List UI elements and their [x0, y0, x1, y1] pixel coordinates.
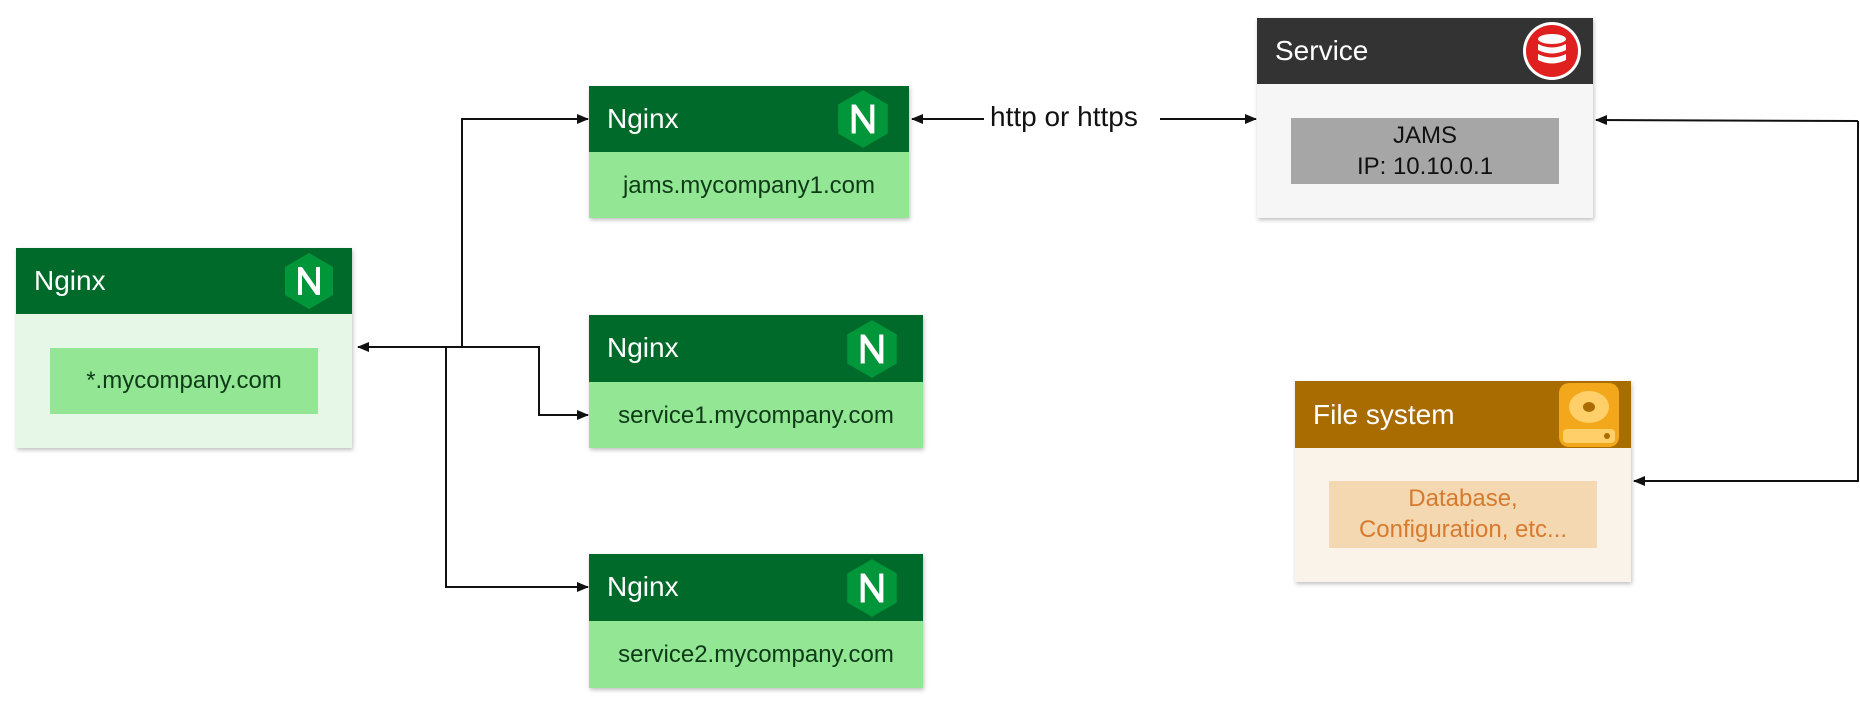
nginx-icon — [847, 559, 897, 617]
node-header: Nginx — [16, 248, 352, 314]
service-ip: IP: 10.10.0.1 — [1356, 153, 1494, 180]
node-label: service1.mycompany.com — [618, 402, 894, 429]
nginx-node-service2: Nginx service2.mycompany.com — [589, 554, 923, 688]
node-title: Nginx — [34, 265, 106, 296]
file-system-info-box: Database, Configuration, etc... — [1329, 481, 1597, 548]
node-title: Nginx — [607, 103, 679, 134]
hard-drive-icon — [1559, 383, 1619, 447]
node-title: File system — [1313, 399, 1455, 430]
node-header: Service — [1257, 18, 1593, 84]
node-label-box: *.mycompany.com — [50, 348, 318, 414]
service-node: Service JAMS IP: 10.10.0.1 — [1257, 18, 1593, 218]
edge-filesystem-service — [1595, 115, 1859, 126]
node-label: service2.mycompany.com — [618, 641, 894, 668]
file-system-line-2: Configuration, etc... — [1358, 516, 1568, 543]
node-header: Nginx — [589, 315, 923, 382]
database-icon — [1523, 22, 1581, 80]
node-header: Nginx — [589, 86, 909, 152]
nginx-node-jams: Nginx jams.mycompany1.com — [589, 86, 909, 218]
edge-label-http: http or https — [984, 101, 1144, 133]
nginx-icon — [838, 90, 888, 148]
edge-left-to-service1 — [360, 346, 589, 420]
edge-left-to-jams — [461, 114, 589, 347]
nginx-node-wildcard: Nginx *.mycompany.com — [16, 248, 352, 448]
edge-service-filesystem — [1633, 121, 1859, 486]
node-label: jams.mycompany1.com — [622, 172, 876, 199]
edge-left-to-service2 — [445, 347, 589, 592]
nginx-icon — [847, 320, 897, 378]
node-title: Nginx — [607, 571, 679, 602]
file-system-node: File system Database, Configuration, etc… — [1295, 381, 1631, 582]
nginx-node-service1: Nginx service1.mycompany.com — [589, 315, 923, 448]
file-system-line-1: Database, — [1408, 485, 1518, 512]
service-info-box: JAMS IP: 10.10.0.1 — [1291, 118, 1559, 184]
node-header: File system — [1295, 381, 1631, 448]
node-title: Nginx — [607, 332, 679, 363]
node-header: Nginx — [589, 554, 923, 621]
service-name: JAMS — [1392, 122, 1457, 149]
node-title: Service — [1275, 35, 1369, 66]
node-label: *.mycompany.com — [86, 367, 282, 394]
nginx-icon — [285, 253, 333, 309]
